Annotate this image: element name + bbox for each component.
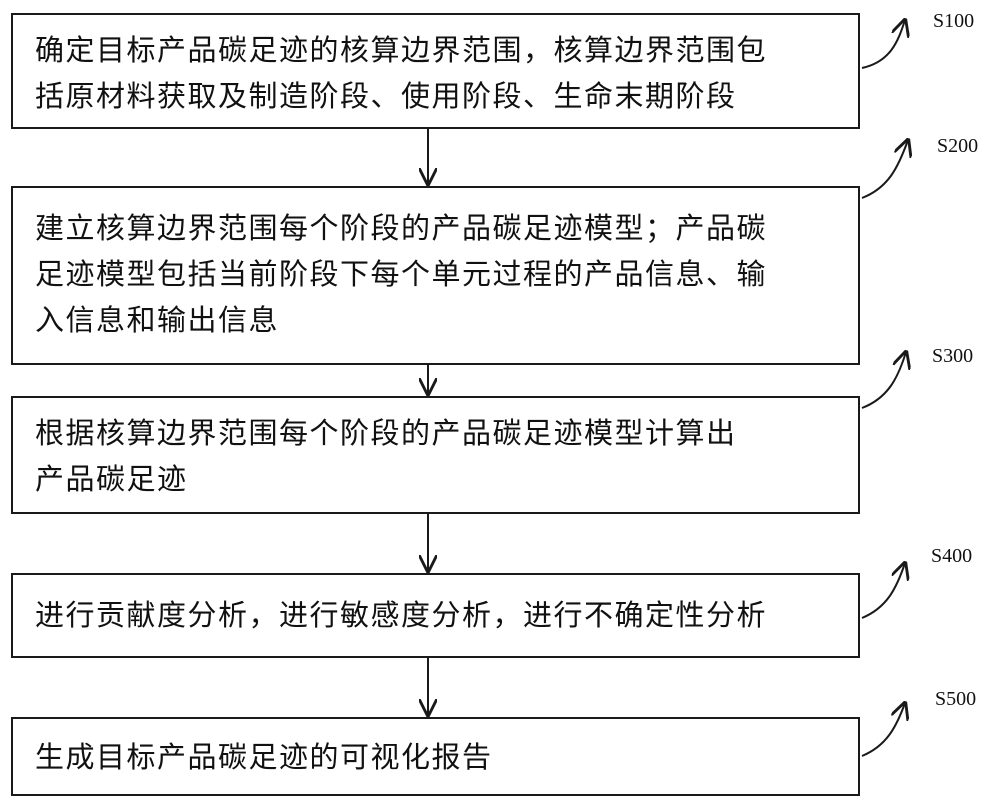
step-text-s100: 确定目标产品碳足迹的核算边界范围，核算边界范围包 括原材料获取及制造阶段、使用阶… [35,33,768,113]
label-leader-s400 [861,563,905,619]
step-label-s300: S300 [932,345,974,367]
step-box-s200: 建立核算边界范围每个阶段的产品碳足迹模型；产品碳 足迹模型包括当前阶段下每个单元… [11,186,860,365]
step-label-s100: S100 [933,10,975,32]
step-box-s100: 确定目标产品碳足迹的核算边界范围，核算边界范围包 括原材料获取及制造阶段、使用阶… [11,13,860,129]
step-box-s500: 生成目标产品碳足迹的可视化报告 [11,717,860,796]
step-box-s400: 进行贡献度分析，进行敏感度分析，进行不确定性分析 [11,573,860,658]
step-text-s500: 生成目标产品碳足迹的可视化报告 [35,740,493,774]
label-leader-s100 [861,20,905,69]
label-leader-s500 [861,703,905,757]
step-text-s200: 建立核算边界范围每个阶段的产品碳足迹模型；产品碳 足迹模型包括当前阶段下每个单元… [35,211,768,337]
label-leader-s300 [861,352,906,409]
step-label-s200: S200 [937,135,979,157]
step-label-s400: S400 [931,545,973,567]
label-leader-s200 [861,140,908,199]
step-text-s300: 根据核算边界范围每个阶段的产品碳足迹模型计算出 产品碳足迹 [35,416,737,496]
step-box-s300: 根据核算边界范围每个阶段的产品碳足迹模型计算出 产品碳足迹 [11,396,860,514]
step-text-s400: 进行贡献度分析，进行敏感度分析，进行不确定性分析 [35,598,768,632]
step-label-s500: S500 [935,688,977,710]
